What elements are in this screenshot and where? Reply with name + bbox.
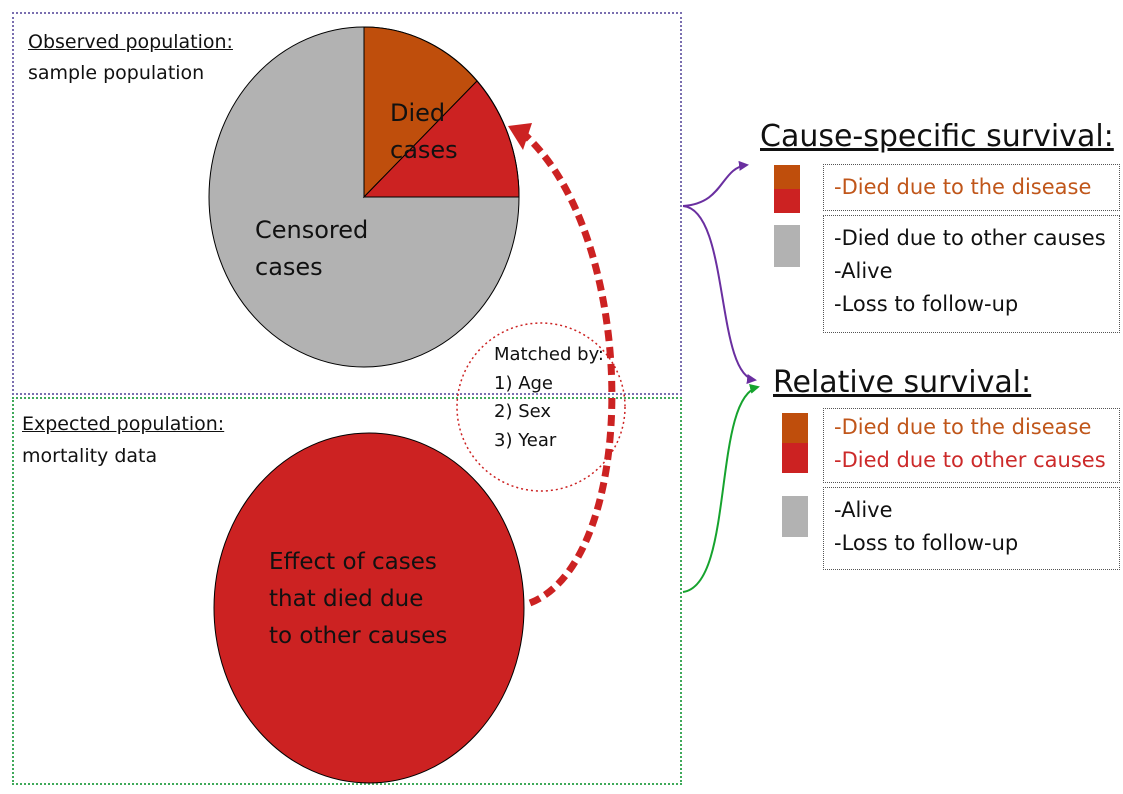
- died-disease-slice: [363, 26, 478, 199]
- expected-effect-circle: [213, 432, 525, 784]
- expected-population-heading: Expected population:: [22, 413, 225, 435]
- matching-criterion: 2) Sex: [494, 401, 552, 422]
- cs-censored-item: -Loss to follow-up: [834, 292, 1019, 316]
- cs-event-item: -Died due to the disease: [834, 175, 1092, 199]
- expected-population-subheading: mortality data: [22, 445, 158, 467]
- rs-censored-swatch: [782, 496, 808, 537]
- rs-died-disease-swatch: [782, 413, 808, 443]
- died-cases-label-line: cases: [390, 136, 458, 164]
- relative-survival-title: Relative survival:: [773, 365, 1032, 400]
- cs-events-box: -Died due to the disease: [823, 164, 1120, 211]
- died-other-slice: [362, 80, 520, 198]
- censored-cases-label-line: Censored: [255, 216, 369, 244]
- matching-arrow: [522, 132, 616, 607]
- cause-specific-title: Cause-specific survival:: [760, 119, 1114, 154]
- expected-effect-label: Effect of cases that died due to other c…: [269, 544, 447, 655]
- matching-criterion: 3) Year: [494, 429, 557, 451]
- rs-event-item: -Died due to the disease: [834, 415, 1092, 439]
- cs-died-other-swatch: [774, 189, 800, 213]
- cause-specific-arrow: [682, 160, 749, 207]
- matching-title: Matched by:: [494, 344, 604, 365]
- observed-population-subheading: sample population: [28, 62, 205, 84]
- observed-population-panel: [12, 12, 682, 395]
- expected-effect-label-line: that died due: [269, 586, 424, 612]
- matching-arrow-head: [508, 123, 532, 150]
- censored-cases-label: Censored cases: [255, 212, 368, 286]
- matching-circle: [456, 322, 626, 492]
- rs-events-box: -Died due to the disease -Died due to ot…: [823, 408, 1120, 483]
- cs-censored-box: -Died due to other causes -Alive -Loss t…: [823, 215, 1120, 333]
- rs-event-item: -Died due to other causes: [834, 448, 1106, 472]
- cs-censored-item: -Alive: [834, 259, 893, 283]
- observed-population-heading: Observed population:: [28, 31, 233, 53]
- rs-censored-item: -Alive: [834, 498, 893, 522]
- died-cases-label-line: Died: [390, 99, 446, 127]
- died-cases-label: Died cases: [390, 95, 458, 169]
- expected-effect-label-line: to other causes: [269, 623, 448, 649]
- cs-died-disease-swatch: [774, 165, 800, 189]
- rs-censored-box: -Alive -Loss to follow-up: [823, 487, 1120, 570]
- rs-died-other-swatch: [782, 443, 808, 473]
- censored-cases-label-line: cases: [255, 253, 323, 281]
- cause-specific-to-relative-arrow: [682, 205, 757, 384]
- matching-criterion: 1) Age: [494, 372, 554, 394]
- rs-censored-item: -Loss to follow-up: [834, 531, 1019, 555]
- relative-survival-arrow: [682, 384, 760, 593]
- matching-criteria: Matched by: 1) Age 2) Sex 3) Year: [494, 341, 604, 455]
- expected-population-panel: [12, 397, 682, 785]
- expected-effect-label-line: Effect of cases: [269, 549, 437, 575]
- cs-censored-item: -Died due to other causes: [834, 226, 1106, 250]
- cs-censored-swatch: [774, 225, 800, 267]
